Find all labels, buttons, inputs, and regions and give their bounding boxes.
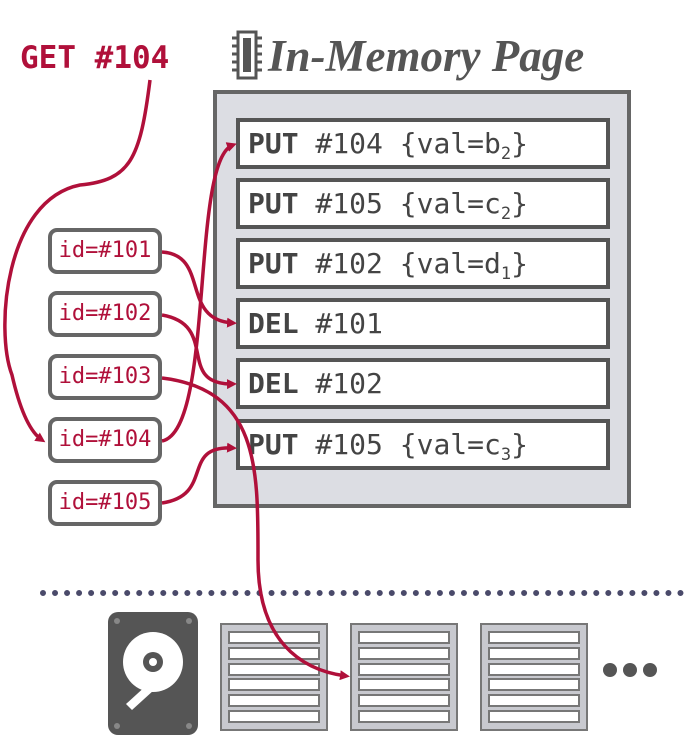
arrow-id105-to-put105 — [161, 442, 237, 505]
record-id-slot: id=#104 — [48, 417, 162, 463]
log-entry-body: #102 {val=d — [298, 247, 501, 280]
log-entry-subscript: 1 — [500, 264, 512, 284]
arrow-id104-to-put104 — [161, 142, 237, 443]
log-entry-op: DEL — [248, 367, 299, 400]
log-entry-tail: } — [511, 428, 528, 461]
log-entry-tail: } — [511, 127, 528, 160]
query-label: GET #104 — [20, 40, 170, 76]
log-entry-subscript: 2 — [500, 144, 512, 164]
log-entry-body: #105 {val=c — [298, 428, 501, 461]
disk-page-3 — [480, 623, 588, 731]
memory-disk-divider — [40, 590, 684, 596]
arrow-get-to-id104 — [3, 79, 152, 443]
log-entry-op: DEL — [248, 307, 299, 340]
hard-disk-icon — [108, 612, 198, 735]
page-title: In-Memory Page — [268, 31, 585, 81]
log-entry-body: #101 — [298, 307, 383, 340]
record-id-slot: id=#103 — [48, 354, 162, 400]
log-entry-op: PUT — [248, 247, 299, 280]
record-id-slot: id=#101 — [48, 228, 162, 274]
arrow-id101-to-del101 — [161, 250, 237, 328]
log-entry-body: #104 {val=b — [298, 127, 501, 160]
log-entry-op: PUT — [248, 187, 299, 220]
log-entry-body: #102 — [298, 367, 383, 400]
memory-chip-icon — [232, 30, 262, 80]
log-entry-subscript: 2 — [500, 204, 512, 224]
log-entry-op: PUT — [248, 428, 299, 461]
log-entry: DEL #101 — [236, 298, 610, 349]
log-entry-op: PUT — [248, 127, 299, 160]
log-entry-subscript: 3 — [500, 445, 512, 465]
log-entry-body: #105 {val=c — [298, 187, 501, 220]
log-entry: DEL #102 — [236, 358, 610, 409]
disk-page-2 — [350, 623, 458, 731]
log-entry: PUT #105 {val=c2} — [236, 178, 610, 229]
log-entry: PUT #102 {val=d1} — [236, 238, 610, 289]
arrow-id102-to-del102 — [161, 313, 237, 390]
arrow-id103-to-disk — [161, 376, 350, 681]
log-entry-tail: } — [511, 187, 528, 220]
log-entry: PUT #104 {val=b2} — [236, 118, 610, 169]
ellipsis-icon — [603, 663, 657, 677]
log-entry: PUT #105 {val=c3} — [236, 419, 610, 470]
record-id-slot: id=#105 — [48, 480, 162, 526]
disk-page-1 — [220, 623, 328, 731]
record-id-slot: id=#102 — [48, 291, 162, 337]
log-entry-tail: } — [511, 247, 528, 280]
